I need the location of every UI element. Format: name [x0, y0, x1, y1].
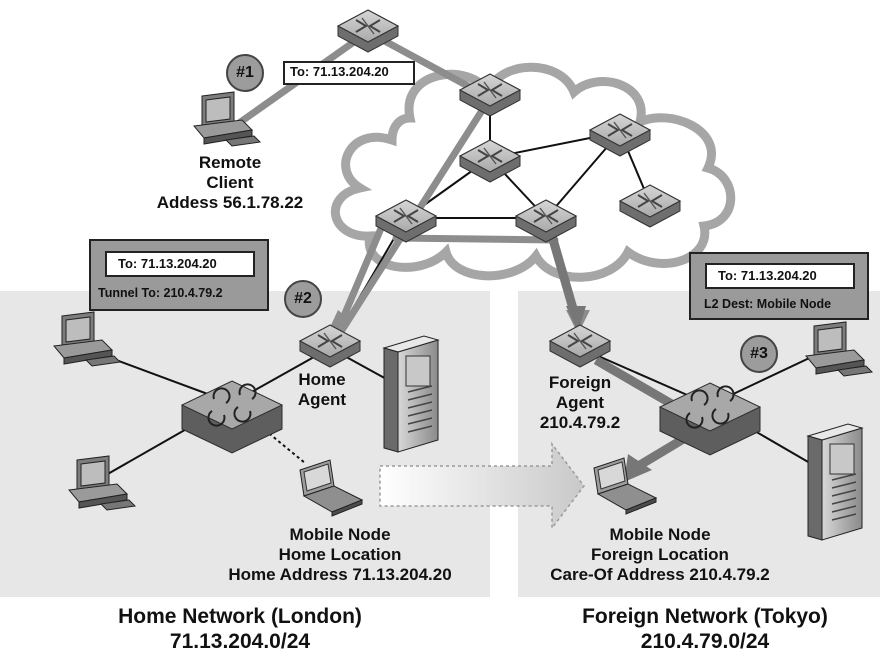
packet-1-box [283, 61, 415, 85]
home-network-caption: Home Network (London) 71.13.204.0/24 [80, 605, 400, 655]
arrow-head-foreign-agent [566, 306, 586, 332]
mobile-foreign-line1: Mobile Node [609, 525, 711, 544]
mobile-foreign-address: Care-Of Address 210.4.79.2 [550, 565, 770, 585]
mobile-node-home-label: Mobile Node Home Location Home Address 7… [190, 525, 490, 585]
home-network-name: Home Network (London) [118, 605, 362, 628]
packet-3-to: To: 71.13.204.20 [718, 268, 817, 283]
mobile-home-line2: Home Location [278, 545, 402, 565]
remote-client-label: Remote Client Addess 56.1.78.22 [120, 153, 340, 213]
arrow-head-mobile-node [624, 454, 652, 482]
step-badge-2: #2 [284, 280, 322, 318]
packet-1-to: To: 71.13.204.20 [290, 64, 389, 79]
foreign-agent-line1: Foreign [548, 373, 612, 392]
foreign-network-caption: Foreign Network (Tokyo) 210.4.79.0/24 [540, 605, 870, 655]
remote-client-line2: Client [206, 173, 254, 193]
home-server [383, 335, 439, 453]
mobile-home-address: Home Address 71.13.204.20 [228, 565, 452, 585]
mobile-home-line1: Mobile Node [289, 525, 391, 544]
home-network-subnet: 71.13.204.0/24 [169, 629, 311, 653]
packet-2-inner [105, 251, 255, 277]
mobile-foreign-line2: Foreign Location [591, 545, 729, 565]
remote-client-address: Addess 56.1.78.22 [156, 193, 304, 213]
foreign-network-subnet: 210.4.79.0/24 [640, 629, 770, 653]
foreign-network-name: Foreign Network (Tokyo) [582, 605, 828, 628]
migration-arrow [379, 441, 585, 531]
home-agent-line1: Home [298, 370, 346, 389]
packet-3-l2: L2 Dest: Mobile Node [704, 297, 832, 311]
step-badge-3: #3 [740, 335, 778, 373]
remote-client-line1: Remote [198, 153, 262, 172]
home-agent-line2: Agent [297, 390, 347, 410]
foreign-agent-address: 210.4.79.2 [539, 413, 621, 433]
step-badge-1: #1 [226, 54, 264, 92]
foreign-server [807, 423, 863, 541]
foreign-agent-line2: Agent [555, 393, 605, 413]
packet-2-tunnel: Tunnel To: 210.4.79.2 [98, 286, 223, 300]
home-agent-label: Home Agent [272, 370, 372, 410]
mobile-node-foreign-label: Mobile Node Foreign Location Care-Of Add… [510, 525, 810, 585]
packet-3-inner [705, 263, 855, 289]
packet-2-to: To: 71.13.204.20 [118, 256, 217, 271]
foreign-agent-label: Foreign Agent 210.4.79.2 [520, 373, 640, 433]
